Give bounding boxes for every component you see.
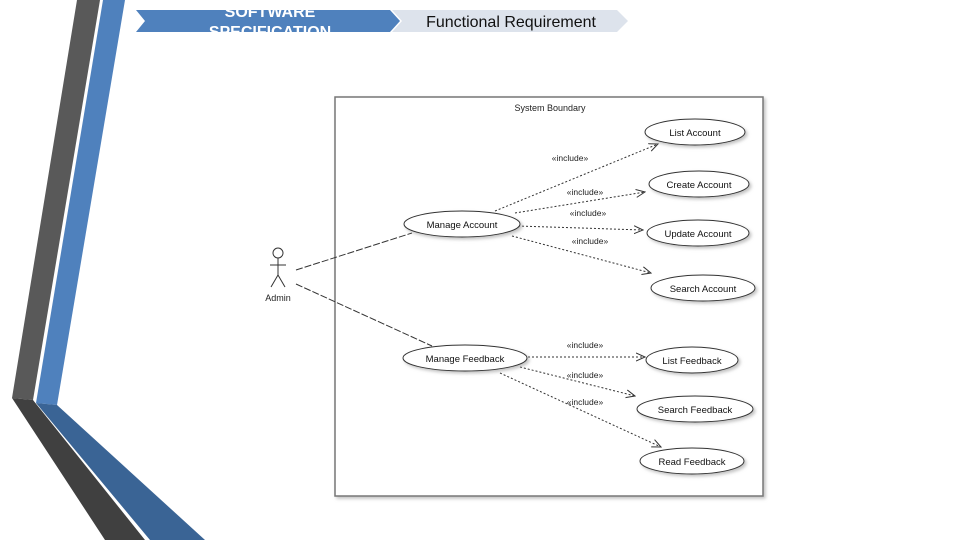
page-title: Functional Requirement — [426, 14, 596, 31]
include-edges — [494, 144, 661, 447]
usecase-label: List Feedback — [662, 356, 721, 367]
include-label: «include» — [567, 397, 604, 407]
usecase-update-account[interactable] — [646, 219, 750, 247]
usecase-label: Manage Account — [427, 220, 498, 231]
usecase-manage-account[interactable] — [403, 210, 521, 238]
usecase-search-account[interactable] — [650, 274, 756, 302]
usecase-search-feedback[interactable] — [636, 395, 754, 423]
usecase-label: Search Feedback — [658, 405, 733, 416]
usecase-read-feedback[interactable] — [639, 447, 745, 475]
boundary-label: System Boundary — [514, 103, 586, 113]
usecase-create-account[interactable] — [648, 170, 750, 198]
usecase-label: List Account — [669, 128, 721, 139]
actor-admin — [270, 247, 286, 288]
decor-blue-bar — [36, 0, 125, 405]
usecase-label: Create Account — [667, 180, 732, 191]
include-label: «include» — [567, 340, 604, 350]
association-manage-feedback — [295, 283, 433, 347]
section-banner — [136, 10, 400, 32]
usecase-label: Read Feedback — [658, 457, 725, 468]
usecase-label: Manage Feedback — [426, 354, 505, 365]
title-banner — [392, 10, 628, 32]
usecase-list-feedback[interactable] — [645, 346, 739, 374]
usecase-label: Update Account — [664, 229, 731, 240]
include-label: «include» — [552, 153, 589, 163]
section-label-line2: SPECIFICATION — [209, 24, 331, 41]
include-label: «include» — [567, 187, 604, 197]
usecase-manage-feedback[interactable] — [402, 344, 528, 372]
usecase-list-account[interactable] — [644, 118, 746, 146]
include-label: «include» — [570, 208, 607, 218]
actor-label: Admin — [265, 293, 291, 303]
include-label: «include» — [572, 236, 609, 246]
association-manage-account — [295, 232, 413, 271]
decor-gray-bar — [12, 0, 100, 400]
include-label: «include» — [567, 370, 604, 380]
decor-blue-bar-lower — [36, 403, 205, 540]
usecase-label: Search Account — [670, 284, 737, 295]
section-label-line1: SOFTWARE — [225, 4, 316, 21]
decor-gray-bar-lower — [12, 398, 145, 540]
